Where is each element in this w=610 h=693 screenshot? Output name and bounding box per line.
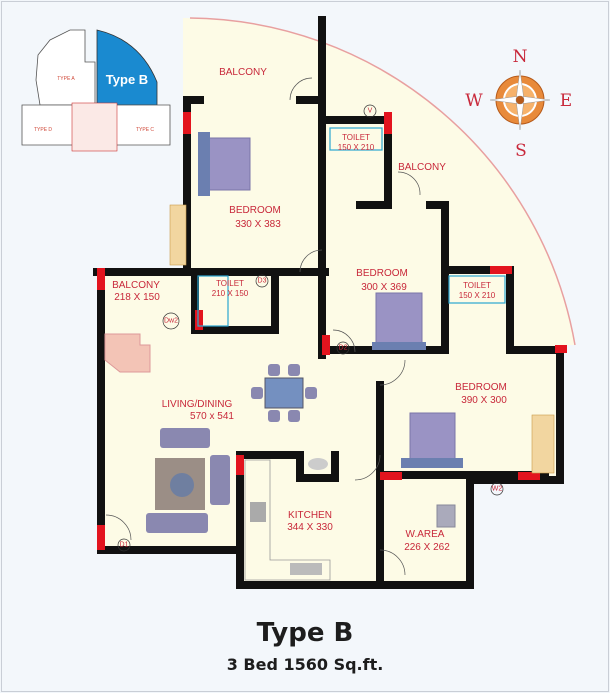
room-labels: BALCONY BEDROOM 330 X 383 TOILET 150 X 2…: [112, 67, 507, 553]
label-kitchen: KITCHEN: [288, 510, 332, 521]
dining-table: [264, 377, 304, 409]
size-bedroom1: 330 X 383: [235, 219, 281, 230]
fireplace: [104, 333, 151, 373]
size-warea: 226 X 262: [404, 542, 450, 553]
key-plan-unit-a: TYPE A: [57, 76, 75, 82]
door-tag-dw2: Dw2: [164, 318, 178, 325]
size-kitchen: 344 X 330: [287, 522, 333, 533]
size-toilet2: 150 X 210: [338, 143, 375, 152]
label-balcony-top: BALCONY: [219, 67, 267, 78]
door-tag-w2: W2: [492, 486, 503, 493]
label-balcony-right: BALCONY: [398, 162, 446, 173]
size-bedroom3: 390 X 300: [461, 395, 507, 406]
door-tag-d2: D2: [339, 345, 348, 352]
compass-w: W: [465, 91, 483, 111]
label-bedroom3: BEDROOM: [455, 382, 507, 393]
shafts: [169, 204, 555, 474]
stove: [250, 502, 266, 522]
toilet-showers: [197, 127, 506, 327]
sofa: [160, 428, 210, 448]
key-plan-highlight: Type B: [106, 72, 148, 87]
label-living: LIVING/DINING: [162, 399, 233, 410]
wash-basin: [308, 458, 328, 470]
key-plan-unit-d: TYPE D: [34, 127, 52, 133]
washing-machine: [436, 504, 456, 528]
label-toilet3: TOILET: [463, 281, 491, 290]
compass-s: S: [515, 141, 527, 161]
size-living: 570 x 541: [190, 411, 234, 422]
size-balcony-left: 218 X 150: [114, 292, 160, 303]
door-tag-v: V: [368, 108, 373, 115]
size-toilet1: 210 X 150: [212, 289, 249, 298]
door-swings: [105, 77, 421, 576]
key-plan-type-b: [96, 29, 158, 106]
kitchen-fittings: [244, 458, 456, 581]
size-toilet3: 150 X 210: [459, 291, 496, 300]
compass-n: N: [513, 47, 528, 67]
door-tag-d1: D1: [120, 542, 129, 549]
balcony-edge-arc: [189, 17, 576, 346]
label-warea: W.AREA: [406, 529, 445, 540]
key-plan: Type B TYPE A TYPE D TYPE C: [21, 29, 171, 152]
door-tags: D1 D2 D3 Dw2 W2 V: [117, 104, 504, 552]
label-toilet2: TOILET: [342, 133, 370, 142]
compass-e: E: [560, 91, 572, 111]
kitchen-sink: [290, 563, 322, 575]
key-plan-unit-c: TYPE C: [136, 127, 154, 133]
label-bedroom2: BEDROOM: [356, 268, 408, 279]
label-bedroom1: BEDROOM: [229, 205, 281, 216]
living-furniture: [104, 333, 317, 533]
label-toilet1: TOILET: [216, 279, 244, 288]
label-balcony-left: BALCONY: [112, 280, 160, 291]
beds: [198, 132, 463, 468]
size-bedroom2: 300 X 369: [361, 282, 407, 293]
bed-bedroom3: [409, 412, 456, 466]
compass: N S E W: [465, 47, 572, 161]
wall-columns: [97, 112, 567, 550]
bed-bedroom2: [375, 292, 423, 344]
plan-title: Type B: [256, 618, 354, 648]
door-tag-d3: D3: [258, 278, 267, 285]
plan-subtitle: 3 Bed 1560 Sq.ft.: [226, 655, 384, 674]
